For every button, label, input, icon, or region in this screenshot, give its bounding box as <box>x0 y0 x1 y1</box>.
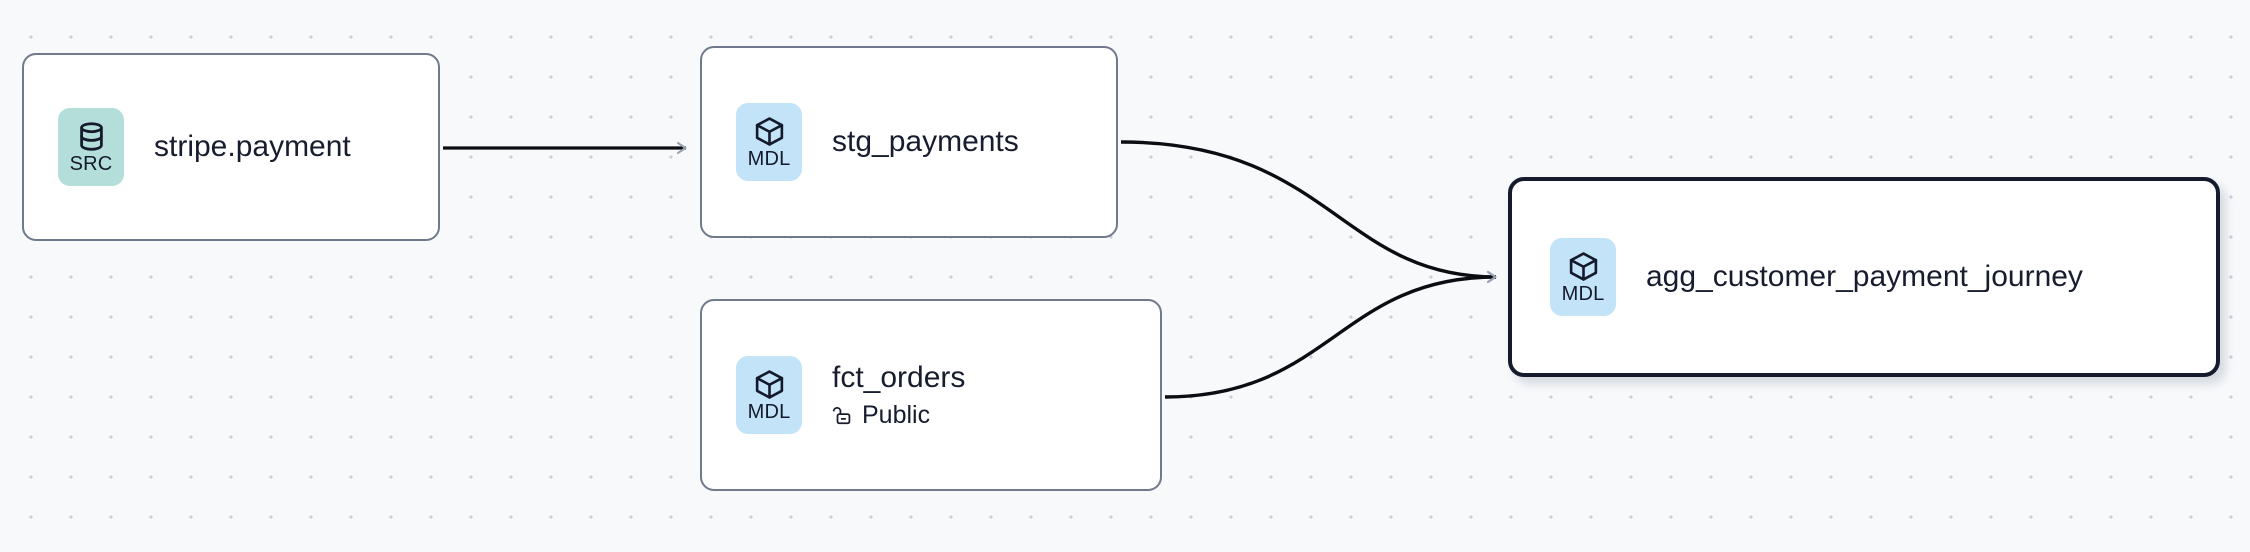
node-type-label: MDL <box>1561 283 1605 305</box>
node-type-badge-mdl: MDL <box>1550 238 1616 316</box>
cube-icon <box>755 117 783 146</box>
node-visibility-label: Public <box>862 401 931 429</box>
unlock-icon <box>832 407 851 425</box>
node-type-label: SRC <box>69 153 113 175</box>
node-title: stripe.payment <box>154 130 351 163</box>
node-stripe-payment[interactable]: SRC stripe.payment <box>22 53 440 241</box>
edge-fct-to-agg <box>1164 270 1497 399</box>
node-type-label: MDL <box>747 148 791 170</box>
node-type-badge-mdl: MDL <box>736 103 802 181</box>
node-title: agg_customer_payment_journey <box>1646 260 2083 293</box>
cube-icon <box>1569 252 1597 281</box>
node-title: stg_payments <box>832 125 1019 158</box>
cube-icon <box>755 370 783 399</box>
node-body: stg_payments <box>832 125 1019 159</box>
node-title: fct_orders <box>832 361 966 394</box>
node-body: fct_orders Public <box>832 361 965 429</box>
node-visibility: Public <box>832 401 965 429</box>
node-type-badge-src: SRC <box>58 108 124 186</box>
node-fct-orders[interactable]: MDL fct_orders Public <box>700 299 1162 491</box>
node-body: stripe.payment <box>154 130 351 164</box>
edge-stg-to-agg <box>1120 140 1497 284</box>
node-type-label: MDL <box>747 401 791 423</box>
node-stg-payments[interactable]: MDL stg_payments <box>700 46 1118 238</box>
node-body: agg_customer_payment_journey <box>1646 260 2083 294</box>
database-icon <box>79 122 103 151</box>
node-type-badge-mdl: MDL <box>736 356 802 434</box>
node-agg-customer-payment-journey[interactable]: MDL agg_customer_payment_journey <box>1508 177 2220 377</box>
